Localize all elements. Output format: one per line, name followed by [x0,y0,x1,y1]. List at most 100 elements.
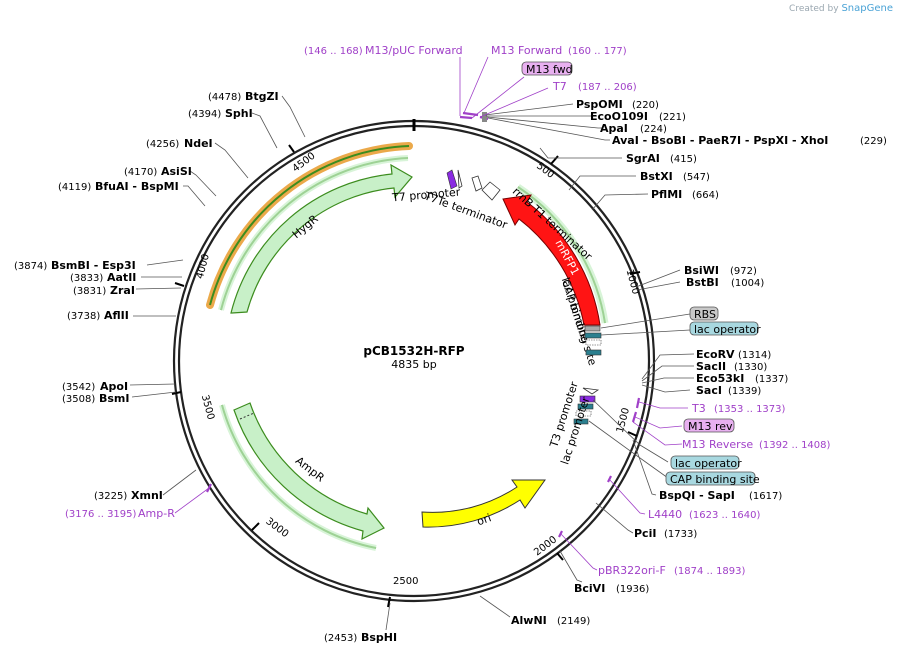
site-pos: (3225) [94,491,127,502]
site-pos: (1339) [728,386,761,397]
box-leader-lines [588,313,691,479]
site-cluster-mark [482,112,487,122]
site-name: BciVI [574,582,605,595]
site-name: BstBI [686,276,719,289]
m13-fwd-box [521,61,573,76]
site-name: BtgZI [245,90,279,103]
site-name: BspQI - SapI [659,489,735,502]
site-name: EcoRV [696,348,735,361]
tick-label: 3500 [199,394,216,421]
site-pos: (3542) [62,382,95,393]
ampr-feature [233,402,385,541]
site-name: ApoI [100,380,128,393]
site-name: AsiSI [161,165,192,178]
site-name: AvaI - BsoBI - PaeR7I - PspXI - XhoI [612,134,828,147]
rbs-text: RBS [694,308,716,321]
primer-pos: (1353 .. 1373) [714,404,786,415]
site-name: BfuAI - BspMI [95,180,179,193]
site-pos: (1314) [738,350,771,361]
site-pos: (224) [640,124,667,135]
primer-pos: (3176 .. 3195) [65,509,137,520]
tick-marks [171,144,641,608]
site-pos: (1936) [616,584,649,595]
m13-rev-box [683,418,735,433]
primer-pos: (1874 .. 1893) [674,566,746,577]
site-pos: (547) [683,172,710,183]
ampr-split [239,412,255,420]
primer-name: L4440 [648,508,682,521]
site-name: Eco53kI [696,372,744,385]
site-pos: (1733) [664,529,697,540]
site-pos: (1337) [755,374,788,385]
site-pos: (1004) [731,278,764,289]
mrfp1-annotation-glow [516,184,609,324]
site-name: SgrAI [626,152,660,165]
site-name: AflII [104,309,129,322]
snapgene-brand: SnapGene [841,3,893,14]
site-leader-lines [129,95,695,631]
t7te-terminator-label: T7Te terminator [422,189,510,232]
site-pos: (3508) [62,394,95,405]
boxed-labels: M13 fwd RBS lac operator M13 rev lac ope… [521,61,761,486]
site-pos: (3833) [70,273,103,284]
site-name: PciI [634,527,656,540]
primer-pos: (1392 .. 1408) [759,440,831,451]
primer-leader-lines [174,56,688,571]
m13-rev-text: M13 rev [688,420,733,433]
site-name: BsmBI - Esp3I [51,259,136,272]
ampr-annotation-glow [219,404,377,551]
lac-operator-top-box [689,321,759,336]
site-name: AatII [107,271,136,284]
ori-label: ori [475,511,493,528]
primer-pos: (160 .. 177) [568,46,627,57]
tick-label: 3000 [263,516,290,540]
site-pos: (1617) [749,491,782,502]
tick-label: 1500 [615,407,632,434]
tick-label: 500 [534,161,556,181]
site-name: SacII [696,360,726,373]
primer-name: Amp-R [138,507,175,520]
lac-operator-bottom-text: lac operator [675,457,742,470]
cap-binding-site-text: CAP binding site [670,473,760,486]
site-pos: (3874) [14,261,47,272]
site-pos: (415) [670,154,697,165]
site-pos: (4478) [208,92,241,103]
credit-text: Created by [789,4,839,14]
site-pos: (3738) [67,311,100,322]
site-name: BstXI [640,170,673,183]
primer-labels: (146 .. 168) M13/pUC Forward M13 Forward… [65,44,831,577]
plasmid-name: pCB1532H-RFP [363,344,464,358]
primer-name: M13/pUC Forward [365,44,463,57]
m13-fwd-text: M13 fwd [526,63,573,76]
site-name: SphI [225,107,253,120]
primer-name: pBR322ori-F [598,564,666,577]
site-name: PspOMI [576,98,623,111]
primer-name: T7 [552,80,567,93]
site-labels: (4478) BtgZI (4394) SphI (4256) NdeI (41… [14,90,887,644]
primer-pos: (1623 .. 1640) [689,510,761,521]
primer-name: M13 Reverse [682,438,753,451]
site-name: PflMI [651,188,682,201]
site-name: EcoO109I [590,110,648,123]
hygr-annotation-line [209,145,410,306]
mrfp1-feature [502,194,601,326]
rbs-box [689,306,719,321]
lac-operator-top-text: lac operator [694,323,761,336]
site-name: XmnI [131,489,163,502]
site-pos: (4256) [146,139,179,150]
site-pos: (4170) [124,167,157,178]
site-pos: (229) [860,136,887,147]
site-name: AlwNI [511,614,547,627]
primer-pos: (187 .. 206) [578,82,637,93]
right-small-blocks-bottom [573,387,600,425]
t7-promoter-label: T7 promoter [391,185,462,204]
site-pos: (2149) [557,616,590,627]
tick-label: 2500 [393,576,418,587]
site-pos: (220) [632,100,659,111]
site-name: ApaI [600,122,628,135]
hygr-inner-glow [218,155,409,311]
cap-binding-site-box [665,471,756,486]
site-pos: (4394) [188,109,221,120]
plasmid-size: 4835 bp [391,358,436,371]
site-pos: (664) [692,190,719,201]
